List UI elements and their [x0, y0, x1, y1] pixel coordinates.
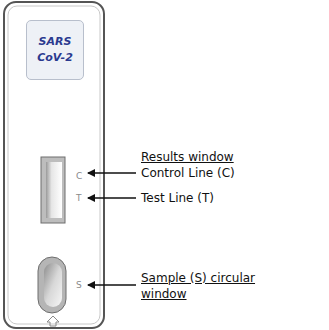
results-window	[41, 157, 65, 223]
callout-label: Control Line (C)	[141, 165, 235, 181]
cassette-inner-edge	[8, 6, 100, 324]
leader-arrow	[88, 172, 136, 173]
callout-heading: Sample (S) circular window	[141, 270, 301, 302]
callout-label: Test Line (T)	[141, 190, 214, 206]
leader-arrow	[88, 197, 136, 198]
cassette-marking: S	[76, 279, 82, 291]
label-box: SARS CoV-2	[26, 20, 84, 80]
sample-arrow-mark	[47, 316, 59, 326]
sample-window	[38, 257, 66, 313]
cassette-body	[4, 2, 104, 328]
cassette-marking: T	[76, 192, 82, 204]
product-name: SARS CoV-2	[35, 34, 75, 66]
sample-well	[44, 263, 62, 307]
callout-heading: Results window	[141, 149, 234, 165]
cassette-marking: C	[76, 170, 82, 182]
results-strip	[46, 162, 62, 218]
leader-arrow	[88, 284, 136, 285]
